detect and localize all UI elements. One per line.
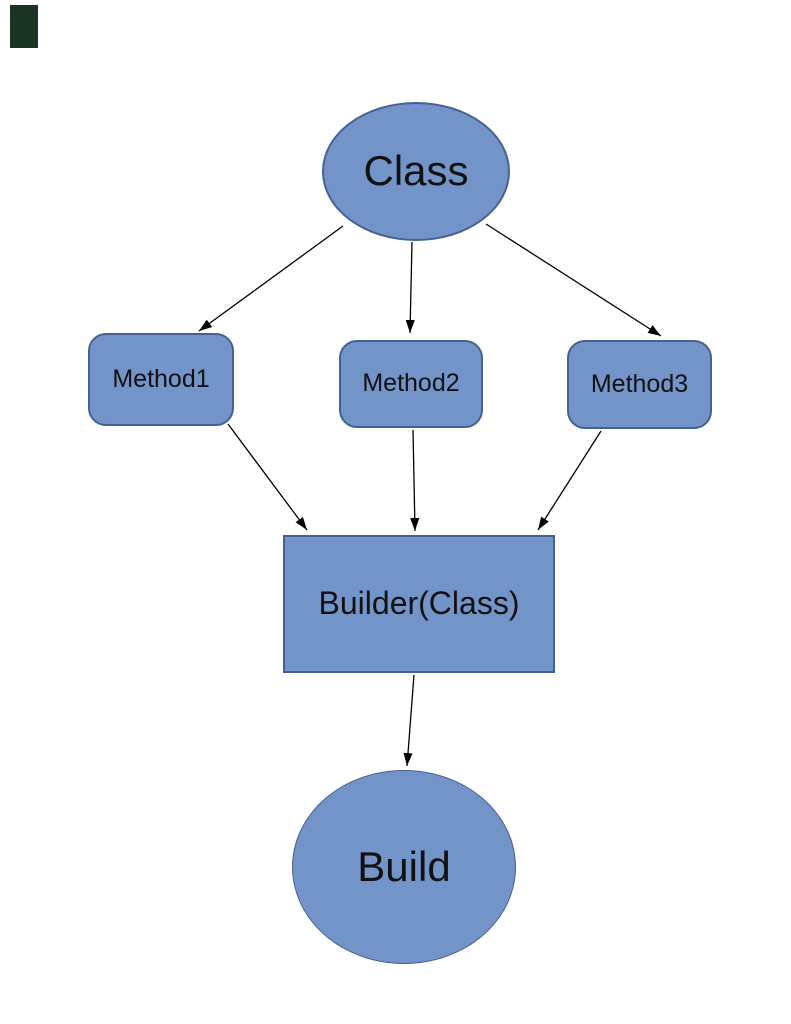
node-method3: Method3 <box>567 340 712 429</box>
node-builder-class: Builder(Class) <box>283 535 555 673</box>
node-class-label: Class <box>363 147 469 195</box>
arrow-method2-to-builder <box>410 429 420 532</box>
corner-artifact-square <box>10 5 38 48</box>
node-method2-label: Method2 <box>362 369 460 398</box>
node-class: Class <box>322 102 510 241</box>
node-build-label: Build <box>357 842 451 890</box>
arrow-class-to-method3 <box>485 223 662 337</box>
arrow-class-to-method2 <box>405 241 415 334</box>
arrow-class-to-method1 <box>198 225 344 332</box>
node-builder-class-label: Builder(Class) <box>318 585 520 622</box>
node-method3-label: Method3 <box>590 369 689 398</box>
node-method2: Method2 <box>339 340 483 428</box>
arrow-method3-to-builder <box>537 430 602 531</box>
node-build: Build <box>292 770 516 964</box>
node-method1: Method1 <box>88 333 234 426</box>
arrow-builder-to-build <box>403 674 415 767</box>
node-method1-label: Method1 <box>112 364 210 393</box>
arrow-method1-to-builder <box>227 423 308 531</box>
